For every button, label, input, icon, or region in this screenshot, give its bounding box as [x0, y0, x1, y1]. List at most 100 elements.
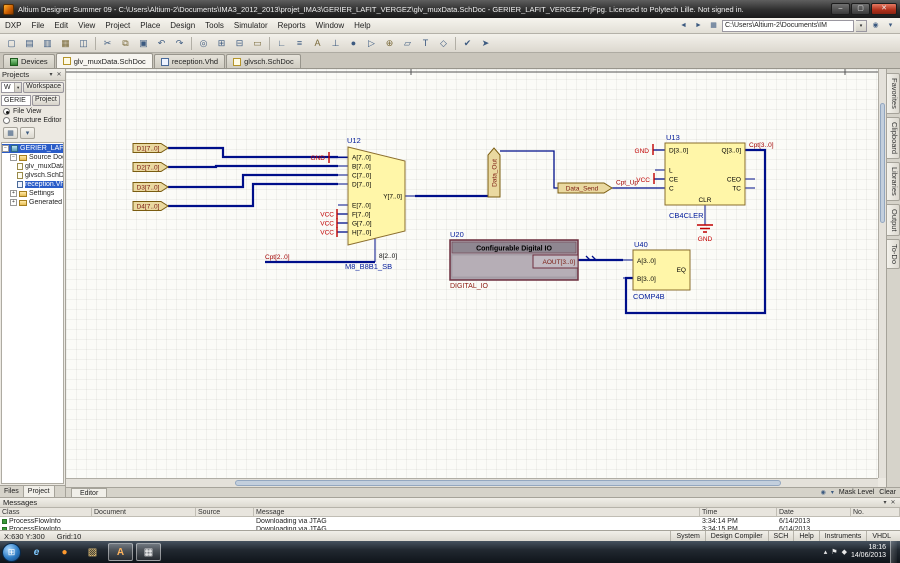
tree-item-settings[interactable]: + Settings — [2, 189, 63, 198]
vertical-scroll-thumb[interactable] — [880, 103, 885, 223]
new-document-icon[interactable]: ▢ — [7, 37, 16, 48]
column-time[interactable]: Time — [700, 508, 777, 516]
copy-icon[interactable]: ⧉ — [122, 37, 129, 48]
column-date[interactable]: Date — [777, 508, 851, 516]
u12-refdes[interactable]: U12 — [347, 136, 361, 145]
panel-menu-icon[interactable]: ▾ — [883, 500, 887, 506]
wire-tool-icon[interactable]: ∟ — [277, 38, 286, 48]
sheet-symbol-icon[interactable]: ▱ — [404, 37, 411, 48]
clear-button[interactable]: Clear — [879, 489, 896, 496]
u20-aout-cell[interactable] — [532, 254, 579, 269]
bus-tool-icon[interactable]: ≡ — [296, 38, 303, 48]
undo-icon[interactable]: ↶ — [157, 37, 166, 48]
menu-project[interactable]: Project — [105, 21, 131, 30]
schematic-editor-canvas[interactable]: A[7..0] B[7..0] C[7..0] D[7..0] E[7..0] … — [66, 69, 878, 478]
internet-explorer-icon[interactable]: e — [33, 546, 40, 558]
canvas-vertical-scrollbar[interactable] — [878, 69, 886, 478]
print-preview-icon[interactable]: ◫ — [79, 37, 88, 48]
address-combo[interactable]: C:\Users\Altium-2\Documents\IM — [722, 19, 854, 32]
projects-grid-icon[interactable]: ▦ — [3, 127, 18, 139]
menu-tools[interactable]: Tools — [205, 21, 224, 30]
tree-item-project-root[interactable]: − GERIER_LAFIT_VERGEZ.PrjFpg — [2, 144, 63, 153]
open-icon[interactable]: ▤ — [25, 37, 34, 48]
port-tool-icon[interactable]: ▷ — [368, 37, 375, 48]
u13-refdes[interactable]: U13 — [666, 133, 680, 142]
print-icon[interactable]: ▦ — [61, 37, 70, 48]
start-button[interactable]: ⊞ — [2, 542, 21, 562]
column-message[interactable]: Message — [254, 508, 700, 516]
files-tab[interactable]: Files — [0, 486, 24, 497]
gnd-label-clr[interactable]: GND — [698, 236, 713, 243]
polygon-tool-icon[interactable]: ◇ — [440, 37, 447, 48]
file-view-radio[interactable] — [3, 108, 10, 115]
explorer-folder-icon[interactable]: ▨ — [87, 546, 98, 558]
panel-tab-favorites[interactable]: Favorites — [887, 73, 900, 114]
u40-refdes[interactable]: U40 — [634, 240, 648, 249]
action-center-flag-icon[interactable]: ⚑ — [831, 549, 838, 556]
tab-reception[interactable]: reception.Vhd — [153, 54, 226, 68]
junction-tool-icon[interactable]: ● — [350, 38, 357, 48]
mask-dropdown-icon[interactable]: ▾ — [830, 490, 834, 496]
workspace-combo[interactable]: W ▾ — [1, 82, 23, 93]
gnd-label-u12[interactable]: GND — [311, 155, 326, 162]
minimize-button[interactable]: – — [831, 3, 850, 15]
menu-dxp[interactable]: DXP — [5, 21, 22, 30]
panel-button-sch[interactable]: SCH — [767, 531, 794, 541]
vcc-label-u13[interactable]: VCC — [636, 177, 650, 184]
u12-mux-body[interactable] — [347, 146, 406, 246]
wire-d3-to-c[interactable] — [168, 173, 338, 189]
column-document[interactable]: Document — [92, 508, 196, 516]
u20-designator[interactable]: DIGITAL_IO — [450, 283, 489, 290]
zoom-out-icon[interactable]: ⊟ — [235, 37, 244, 48]
port-d3[interactable] — [132, 182, 169, 192]
port-d1[interactable] — [132, 143, 169, 153]
vcc-label-f[interactable]: VCC — [320, 212, 334, 219]
net-label-cpt3[interactable]: Cpt[3..0] — [749, 142, 774, 149]
menu-simulator[interactable]: Simulator — [233, 21, 268, 30]
panel-close-icon[interactable]: ✕ — [890, 500, 896, 506]
gnd-symbol-clr[interactable] — [697, 224, 713, 233]
maximize-button[interactable]: ▢ — [851, 3, 870, 15]
net-label-cpt2[interactable]: Cpt[2..0] — [265, 254, 290, 261]
expand-icon[interactable]: + — [10, 199, 17, 206]
tab-glv-muxdata[interactable]: glv_muxData.SchDoc — [55, 53, 153, 68]
port-d2[interactable] — [132, 162, 169, 172]
paste-icon[interactable]: ▣ — [139, 37, 148, 48]
u12-libref[interactable]: M8_B8B1_SB — [345, 262, 392, 271]
altium-taskbar-button[interactable]: A — [108, 543, 133, 561]
menu-file[interactable]: File — [31, 21, 45, 30]
hidden-icons-chevron[interactable]: ▴ — [823, 549, 828, 556]
horizontal-scroll-thumb[interactable] — [235, 480, 781, 486]
app-taskbar-button[interactable]: ▦ — [136, 543, 161, 561]
tree-item-reception[interactable]: reception.Vhd — [2, 180, 63, 189]
u40-comparator-body[interactable] — [632, 249, 691, 291]
run-icon[interactable]: ➤ — [481, 37, 490, 48]
schematic-drawing[interactable]: A[7..0] B[7..0] C[7..0] D[7..0] E[7..0] … — [66, 69, 878, 478]
tree-item-glvsch[interactable]: glvsch.SchDoc — [2, 171, 63, 180]
menu-design[interactable]: Design — [170, 21, 196, 30]
panel-button-system[interactable]: System — [670, 531, 704, 541]
nav-forward-icon[interactable]: ► — [695, 21, 702, 29]
mask-level-button[interactable]: Mask Level — [838, 489, 875, 496]
u40-libref[interactable]: COMP4B — [633, 292, 665, 301]
tab-glvsch[interactable]: glvsch.SchDoc — [226, 54, 301, 68]
panel-menu-icon[interactable]: ▾ — [49, 72, 53, 78]
panel-button-vhdl[interactable]: VHDL — [866, 531, 896, 541]
menu-view[interactable]: View — [78, 21, 96, 30]
expand-icon[interactable]: − — [2, 145, 9, 152]
expand-icon[interactable]: + — [10, 190, 17, 197]
panel-button-design-compiler[interactable]: Design Compiler — [704, 531, 768, 541]
port-data-out[interactable] — [487, 147, 501, 198]
menu-reports[interactable]: Reports — [277, 21, 306, 30]
workspace-button[interactable]: Workspace — [23, 82, 64, 93]
panel-tab-libraries[interactable]: Libraries — [887, 161, 900, 201]
tree-item-glv-muxdata[interactable]: glv_muxData.SchDoc — [2, 162, 63, 171]
fit-view-icon[interactable]: ▭ — [253, 37, 262, 48]
project-combo[interactable]: GERIE — [1, 95, 31, 106]
save-icon[interactable]: ▥ — [43, 37, 52, 48]
workspace-grid-icon[interactable]: ▦ — [710, 21, 717, 29]
show-desktop-button[interactable] — [890, 541, 897, 563]
panels-menu-icon[interactable]: ▾ — [888, 21, 893, 29]
net-label-tool-icon[interactable]: A — [314, 38, 321, 48]
column-class[interactable]: Class — [0, 508, 92, 516]
